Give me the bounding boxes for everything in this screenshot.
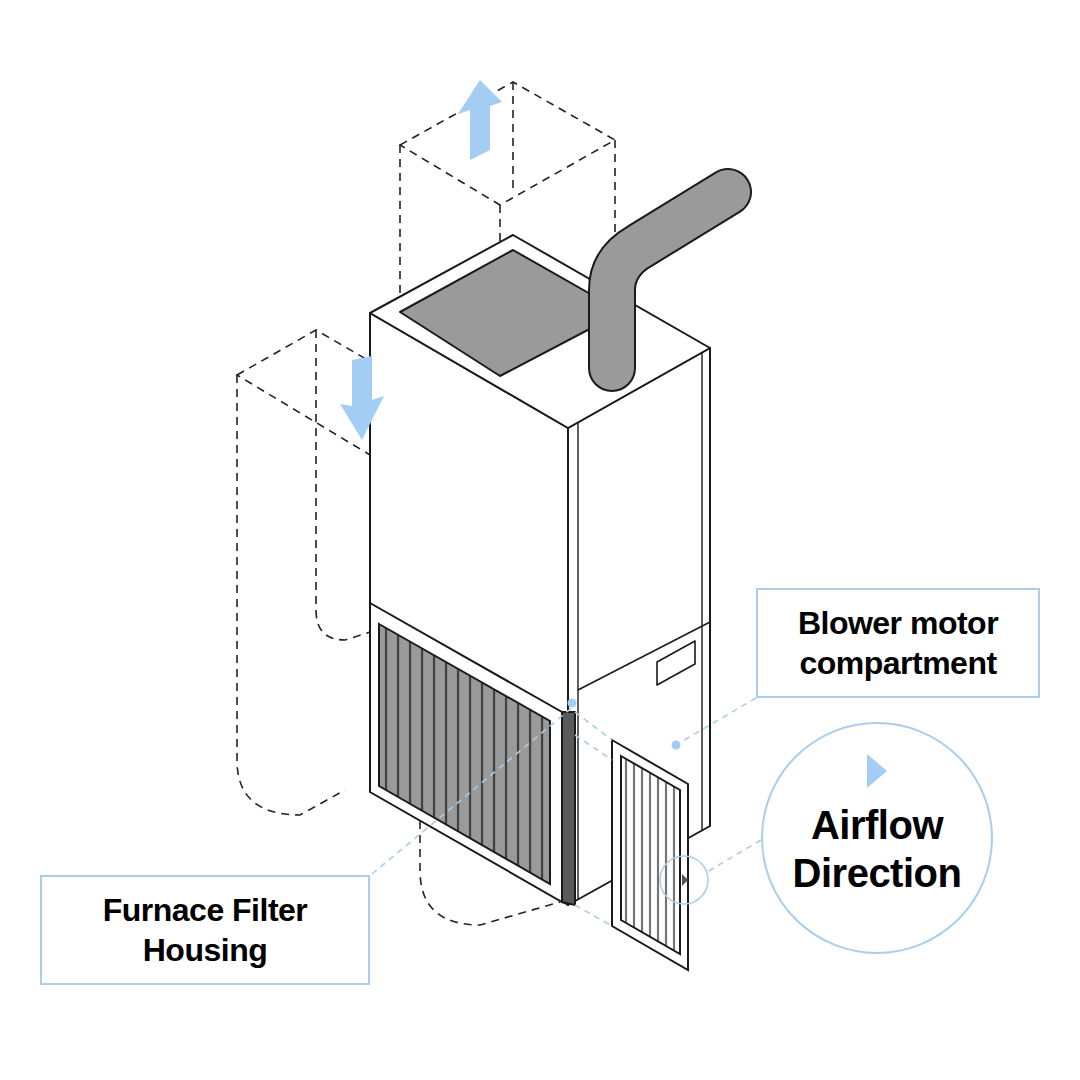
return-duct-outline [237,375,345,815]
flue-pipe [612,192,728,368]
leader-dots [672,741,681,750]
callout-box: Blower motor compartment [756,588,1040,698]
removed-filter [621,756,680,954]
leader-lines [707,840,761,872]
furnace-body [657,641,695,685]
airflow-callout-ring [660,856,708,904]
furnace-body [701,352,702,830]
filter-in-housing [379,624,550,884]
removed-filter [612,740,688,970]
supply-plenum-outline [400,82,615,205]
callout-label: Airflow Direction [761,779,993,897]
airflow-callout-ring [682,874,688,886]
filter-in-housing [370,603,575,905]
filter-in-housing [370,603,562,902]
furnace-body [370,235,710,428]
furnace-body [578,622,710,690]
airflow-arrows [340,356,384,440]
callout-label: Blower motor compartment [774,603,1022,683]
leader-dots [568,699,577,708]
flue-pipe [612,192,728,368]
filter-slide-guides [575,712,612,740]
airflow-arrows [458,80,502,160]
filter-in-housing [562,712,575,905]
callout-circle: Airflow Direction [761,722,993,954]
filter-slide-guides [575,735,612,760]
callout-label: Furnace Filter Housing [58,890,352,970]
leader-lines [372,698,761,874]
leader-lines [681,698,756,742]
flue-pipe [612,192,728,368]
supply-plenum-outline [512,82,514,190]
direction-triangle [867,754,887,788]
leader-dots [568,699,681,750]
airflow-arrows [340,80,502,440]
supply-plenum-outline [399,145,401,305]
removed-filter [612,740,688,970]
circle-outline [762,723,992,953]
filter-slide-guides [575,905,612,926]
furnace-body [577,423,578,900]
airflow-callout-ring [660,856,708,904]
leader-lines [372,706,574,874]
callout-box: Furnace Filter Housing [40,875,370,985]
filter-slide-guides [575,712,612,926]
